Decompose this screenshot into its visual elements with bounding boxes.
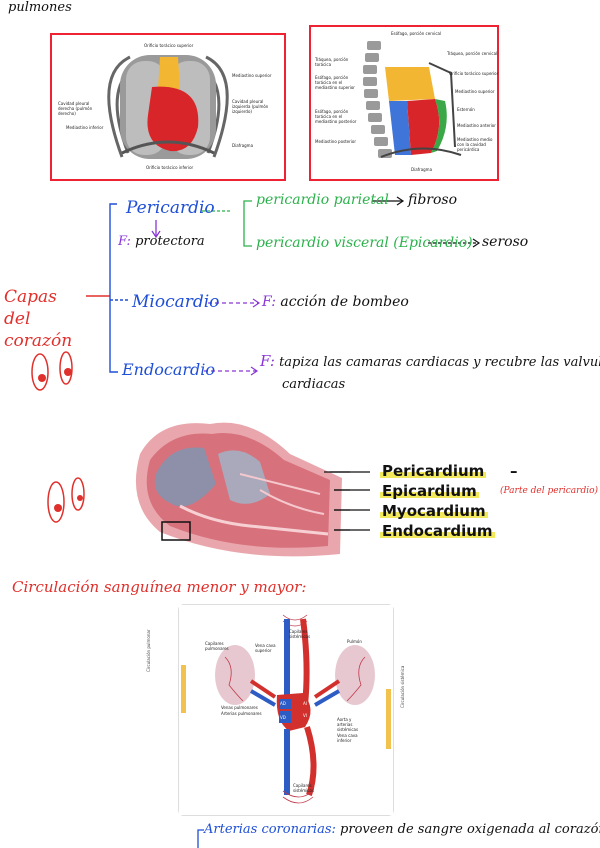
thorax-sagittal-illustration <box>311 27 497 179</box>
parietal-label: pericardio parietal <box>256 192 389 208</box>
pericardium-label: Pericardium <box>380 462 487 480</box>
fig1-label-4: Mediastino inferior <box>66 125 104 130</box>
coronary-desc: proveen de sangre oxigenada al corazón <box>340 822 600 837</box>
endocardio-function: F: tapiza las camaras cardiacas y recubr… <box>260 350 600 396</box>
circulation-illustration <box>179 605 393 815</box>
fig2-label-0: Esófago, porción cervical <box>391 31 442 36</box>
circ-label-10: Aorta y arterias sistémicas <box>337 717 359 732</box>
fig1-label-6: Orificio torácico inferior <box>146 165 194 170</box>
fig2-label-5: Tráquea, porción cervical <box>447 51 498 56</box>
circulation-heading: Circulación sanguínea menor y mayor: <box>12 578 307 596</box>
circ-label-0: Capilares pulmonares <box>205 641 229 651</box>
epicardium-note: (Parte del pericardio) <box>500 486 599 496</box>
thorax-frontal-figure: Orificio torácico superior Mediastino su… <box>50 33 286 181</box>
pericardium-dash: – <box>510 462 518 480</box>
myocardium-label: Myocardium <box>380 502 488 520</box>
fig2-label-2: Esófago, porción torácica en el mediasti… <box>315 75 355 90</box>
fig2-label-8: Esternón <box>457 107 475 112</box>
fig2-label-11: Diafragma <box>411 167 433 172</box>
endocardio-f-line2: cardiacas <box>282 377 346 392</box>
circ-label-11: Vena cava inferior <box>337 733 358 743</box>
circ-label-6: AD <box>280 701 286 706</box>
miocardio-function: F: acción de bombeo <box>262 294 409 310</box>
heart-leader-lines <box>330 471 370 531</box>
endocardio-label: Endocardio <box>122 360 215 379</box>
fig1-label-5: Diafragma <box>232 143 254 148</box>
fig2-label-3: Esófago, porción torácica en el mediasti… <box>315 109 357 124</box>
pericardio-function: F: protectora <box>118 234 205 249</box>
fig2-label-9: Mediastino anterior <box>457 123 496 128</box>
top-note: pulmones <box>8 0 72 15</box>
epicardium-label: Epicardium <box>380 482 479 500</box>
circulation-side-right: Circulación sistémica <box>400 665 405 708</box>
circulation-side-left: Circulación pulmonar <box>146 629 151 672</box>
fig1-label-1: Mediastino superior <box>232 73 272 78</box>
pericardio-label: Pericardio <box>126 198 215 218</box>
endocardio-f-label: F: <box>260 352 275 370</box>
thorax-frontal-illustration <box>52 35 284 179</box>
coronary-line: Arterias coronarias: proveen de sangre o… <box>204 822 600 837</box>
fig2-label-1: Tráquea, porción torácica <box>315 57 349 67</box>
visceral-label: pericardio visceral (Epicardio) <box>256 235 473 251</box>
pericardio-f-label: F: <box>118 234 131 249</box>
fig2-label-7: Mediastino superior <box>455 89 495 94</box>
layers-root-text: Capas del corazón <box>4 287 73 351</box>
coronary-term: Arterias coronarias: <box>204 822 336 837</box>
miocardio-f-label: F: <box>262 294 276 310</box>
circ-label-9: VI <box>303 713 307 718</box>
heart-layers-illustration <box>135 422 350 557</box>
circ-label-3: Pulmón <box>347 639 362 644</box>
fig2-label-6: Orificio torácico superior <box>449 71 499 76</box>
thorax-sagittal-figure: Esófago, porción cervical Tráquea, porci… <box>309 25 499 181</box>
endocardium-label: Endocardium <box>380 522 495 540</box>
fig2-label-10: Mediastino medio con la cavidad pericárd… <box>457 137 493 152</box>
fig1-label-3: Cavidad pleural izquierda (pulmón izquie… <box>232 99 269 114</box>
circ-label-5: Arterias pulmonares <box>221 711 262 716</box>
layers-root-title: Capas del corazón <box>4 286 88 352</box>
circulation-figure: Capilares pulmonares Vena cava superior … <box>178 604 394 816</box>
visceral-type: seroso <box>482 234 529 250</box>
endocardio-f-line1: tapiza las camaras cardiacas y recubre l… <box>279 355 600 370</box>
circ-label-4: Venas pulmonares <box>221 705 258 710</box>
pericardio-f-text: protectora <box>135 234 205 249</box>
circ-label-2: Capilares sistémicos <box>289 629 311 639</box>
miocardio-label: Miocardio <box>132 292 220 312</box>
circ-label-7: VD <box>280 715 286 720</box>
fig2-label-4: Mediastino posterior <box>315 139 356 144</box>
fig1-label-2: Cavidad pleural derecha (pulmón derecho) <box>58 101 93 116</box>
miocardio-f-text: acción de bombeo <box>280 294 409 310</box>
parietal-type: fibroso <box>408 192 458 208</box>
fig1-label-0: Orificio torácico superior <box>144 43 194 48</box>
circ-label-8: AI <box>303 701 307 706</box>
circ-label-12: Capilares sistémicos <box>293 783 315 793</box>
circ-label-1: Vena cava superior <box>255 643 276 653</box>
